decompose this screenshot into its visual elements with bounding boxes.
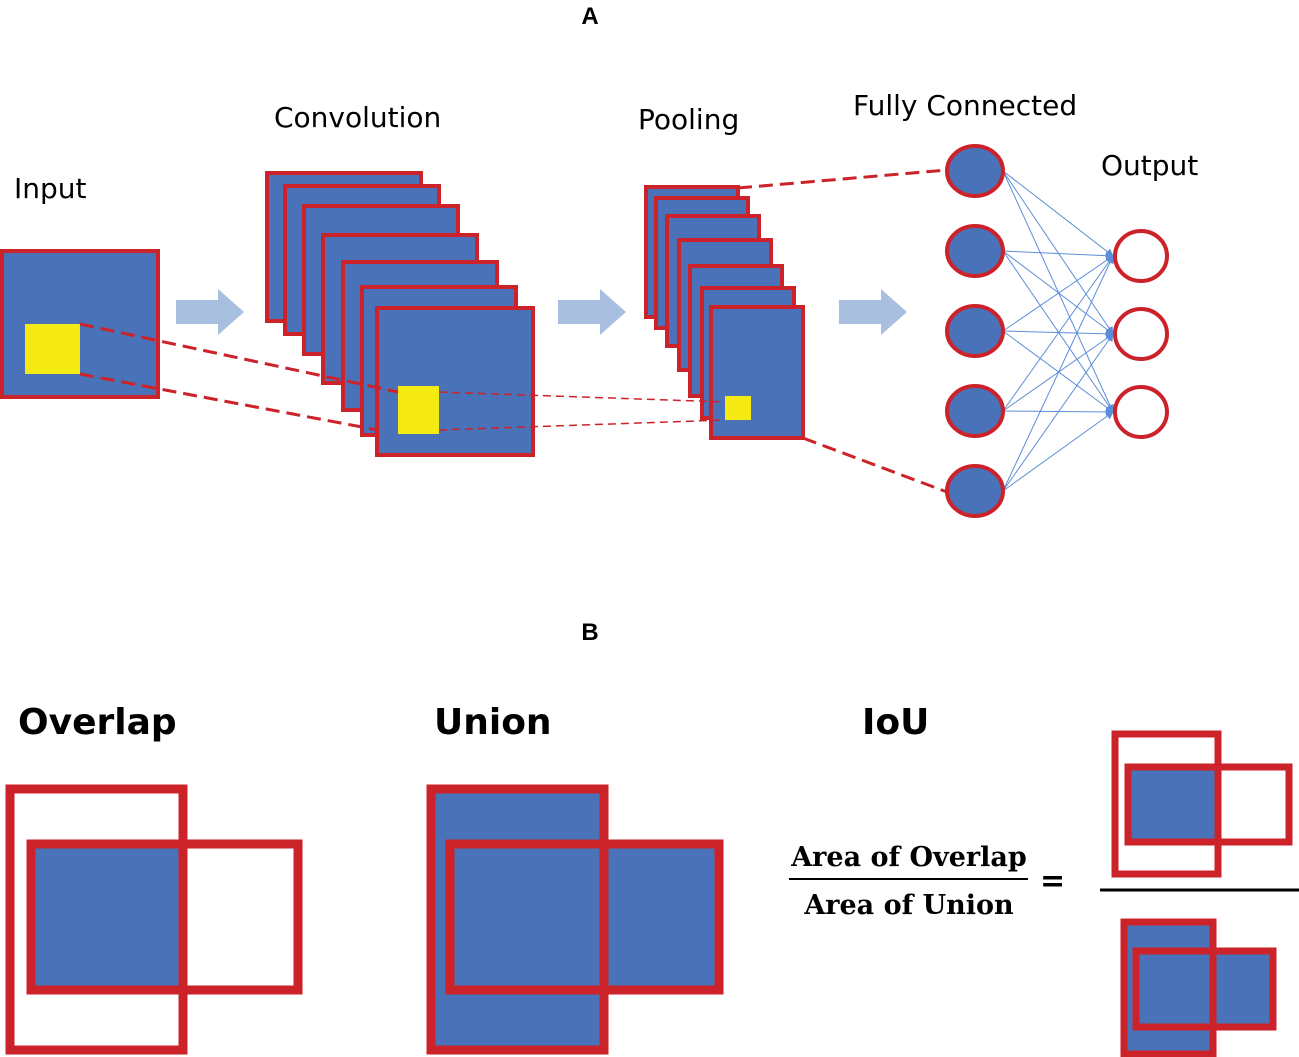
panel-a-label: A bbox=[581, 3, 598, 30]
union-box-b bbox=[445, 839, 724, 995]
iou-formula: Area of Overlap Area of Union = bbox=[789, 842, 1065, 921]
connection-2-2 bbox=[1002, 250, 1114, 335]
connection-5-3 bbox=[1002, 411, 1114, 492]
equals-sign: = bbox=[1040, 864, 1065, 899]
input-receptive-field bbox=[25, 324, 80, 374]
connection-1-3 bbox=[1002, 170, 1114, 413]
output-node-3 bbox=[1113, 385, 1169, 439]
connection-4-3 bbox=[1002, 407, 1114, 416]
output-layer-nodes bbox=[1113, 229, 1169, 439]
connection-3-3 bbox=[1002, 330, 1114, 413]
hidden-node-2 bbox=[945, 224, 1005, 278]
input-label: Input bbox=[14, 172, 87, 205]
convolution-label: Convolution bbox=[274, 101, 441, 134]
iou-title: IoU bbox=[862, 702, 929, 743]
output-label: Output bbox=[1101, 149, 1198, 182]
hidden-node-3 bbox=[945, 304, 1005, 358]
union-box-a bbox=[426, 784, 609, 1055]
iou-visual-fraction bbox=[1100, 730, 1299, 1057]
input-image bbox=[0, 249, 160, 399]
formula-denominator: Area of Union bbox=[803, 890, 1014, 921]
overlap-title: Overlap bbox=[18, 702, 177, 743]
overlap-region bbox=[31, 844, 183, 990]
convolution-highlight bbox=[398, 386, 439, 434]
connection-5-1 bbox=[1002, 255, 1114, 492]
connection-4-1 bbox=[1002, 255, 1114, 412]
union-title: Union bbox=[434, 702, 552, 743]
mini-union-box-a bbox=[1120, 918, 1217, 1057]
panel-b-label: B bbox=[581, 619, 598, 646]
connection-1-2 bbox=[1002, 170, 1114, 335]
overlap-illustration bbox=[5, 784, 303, 1055]
mini-overlap-box-a bbox=[1111, 730, 1222, 878]
mini-overlap-box-b bbox=[1124, 763, 1293, 846]
pooling-label: Pooling bbox=[638, 103, 739, 136]
network-connections bbox=[1002, 170, 1114, 492]
hidden-layer-nodes bbox=[945, 144, 1005, 518]
mini-union-box-b bbox=[1132, 947, 1277, 1031]
mini-overlap-region bbox=[1128, 767, 1218, 842]
union-illustration bbox=[426, 784, 724, 1055]
mini-union-region-b bbox=[1136, 951, 1273, 1027]
fully-connected-label: Fully Connected bbox=[853, 89, 1077, 122]
stage-arrow-1 bbox=[176, 289, 244, 335]
formula-numerator: Area of Overlap bbox=[790, 842, 1027, 873]
connection-5-2 bbox=[1002, 333, 1114, 492]
receptive-field-connectors bbox=[79, 168, 948, 494]
connection-3-2 bbox=[1002, 329, 1114, 338]
fully-connected-network bbox=[945, 144, 1169, 518]
convolution-feature-maps bbox=[265, 171, 535, 457]
stage-arrow-2 bbox=[558, 289, 626, 335]
connection-1-1 bbox=[1002, 170, 1114, 257]
connection-2-1 bbox=[1002, 250, 1114, 260]
box-b bbox=[26, 839, 303, 995]
union-region-b bbox=[450, 844, 719, 990]
hidden-node-5 bbox=[945, 464, 1005, 518]
output-node-2 bbox=[1113, 307, 1169, 361]
hidden-node-1 bbox=[945, 144, 1005, 198]
connection-3-1 bbox=[1002, 255, 1114, 332]
pooling-feature-maps bbox=[644, 185, 805, 440]
pooling-highlight bbox=[725, 396, 751, 420]
stage-arrow-3 bbox=[839, 289, 907, 335]
box-a bbox=[5, 784, 188, 1055]
hidden-node-4 bbox=[945, 384, 1005, 438]
connection-2-3 bbox=[1002, 250, 1114, 413]
output-node-1 bbox=[1113, 229, 1169, 283]
